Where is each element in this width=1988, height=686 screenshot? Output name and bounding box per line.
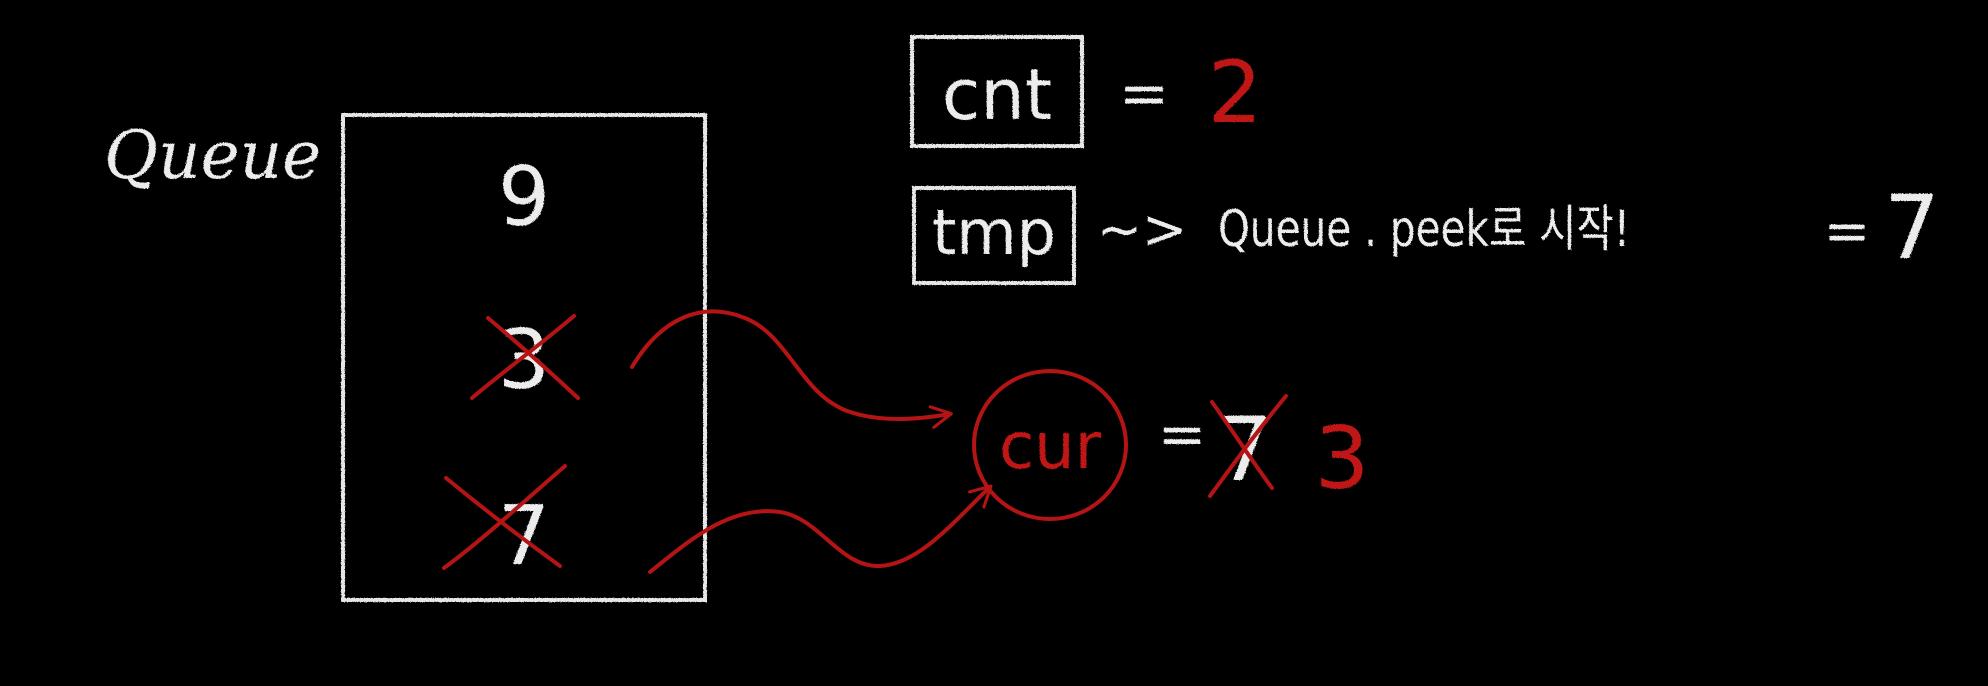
queue-cell-value: 3 bbox=[498, 313, 550, 408]
cur-label: cur bbox=[999, 410, 1102, 484]
queue-cell-value: 9 bbox=[498, 150, 550, 245]
cross-out-mark bbox=[442, 464, 567, 570]
queue-cell-value: 7 bbox=[498, 489, 550, 584]
queue-cell-crossed: 7 bbox=[442, 464, 567, 584]
queue-box bbox=[341, 113, 707, 602]
arrow-to-cur-from-7 bbox=[648, 484, 993, 574]
tmp-equals: = bbox=[1824, 199, 1871, 264]
queue-label: Queue bbox=[104, 117, 321, 194]
tmp-box bbox=[912, 186, 1076, 285]
tmp-label: tmp bbox=[932, 196, 1056, 269]
cur-equals: = bbox=[1158, 400, 1207, 468]
arrow-to-cur-from-3 bbox=[630, 309, 953, 429]
cur-new-value: 3 bbox=[1315, 409, 1370, 509]
cnt-label: cnt bbox=[942, 54, 1052, 136]
tmp-expression: Queue . peek로 시작! bbox=[1218, 200, 1630, 258]
cnt-value: 2 bbox=[1208, 43, 1263, 143]
cross-out-mark bbox=[1208, 394, 1288, 498]
cur-circle bbox=[972, 369, 1128, 521]
cur-old-value-crossed: 7 bbox=[1208, 394, 1288, 501]
tmp-value: 7 bbox=[1884, 176, 1940, 279]
cnt-box bbox=[910, 35, 1084, 148]
queue-cell-crossed: 3 bbox=[470, 313, 580, 408]
cross-out-mark bbox=[470, 314, 580, 400]
tmp-arrow: ~> bbox=[1097, 198, 1188, 261]
cnt-equals: = bbox=[1119, 59, 1169, 129]
